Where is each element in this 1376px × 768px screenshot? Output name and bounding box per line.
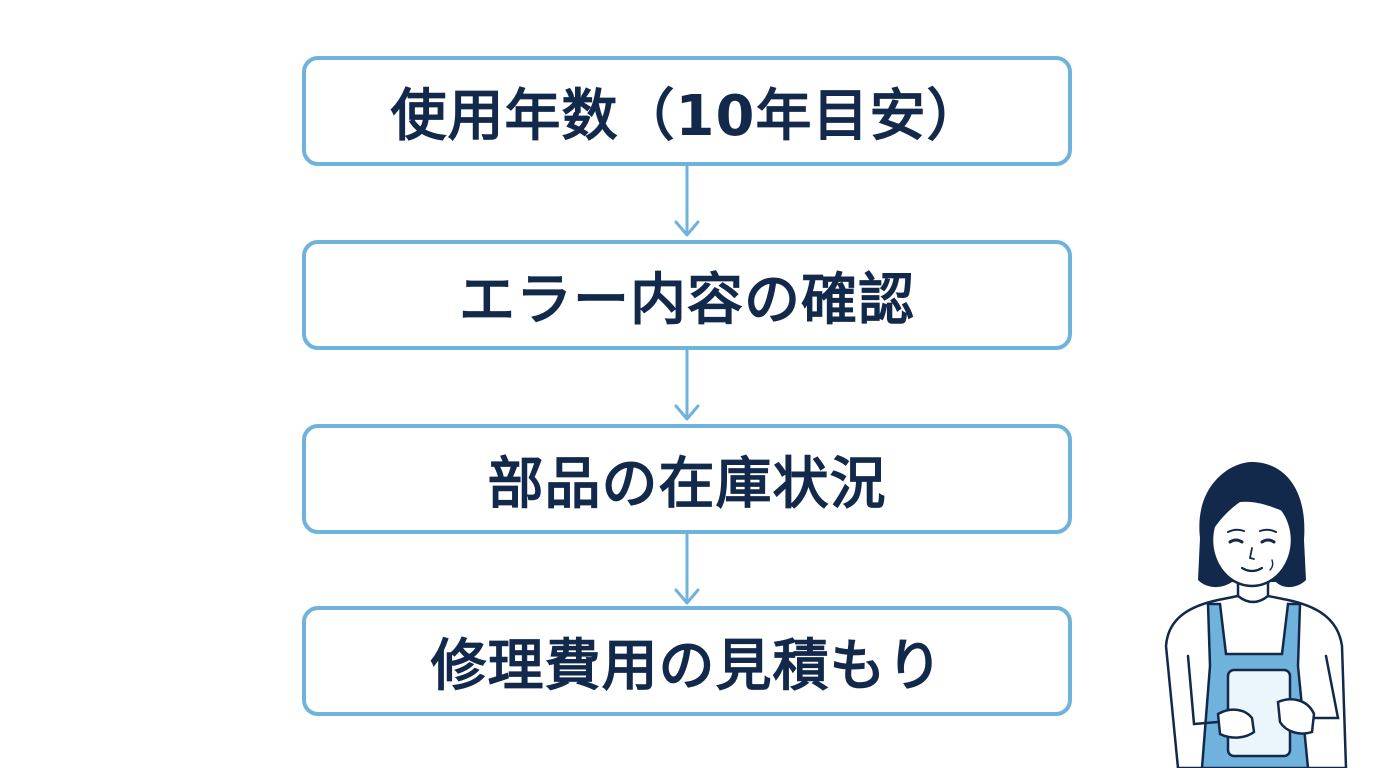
step-label-error-check: エラー内容の確認 [459,267,915,333]
arrow-down-icon [674,166,700,237]
arrow-down-icon [674,350,700,421]
step-box-error-check: エラー内容の確認 [302,240,1072,350]
arrow-down-icon [674,534,700,605]
step-label-parts-stock: 部品の在庫状況 [487,451,887,517]
staff-person-illustration [1164,462,1348,768]
step-box-repair-estimate: 修理費用の見積もり [302,606,1072,716]
step-box-service-years: 使用年数（10年目安） [302,56,1072,166]
step-box-parts-stock: 部品の在庫状況 [302,424,1072,534]
step-label-service-years: 使用年数（10年目安） [390,83,984,149]
step-label-repair-estimate: 修理費用の見積もり [430,633,944,699]
